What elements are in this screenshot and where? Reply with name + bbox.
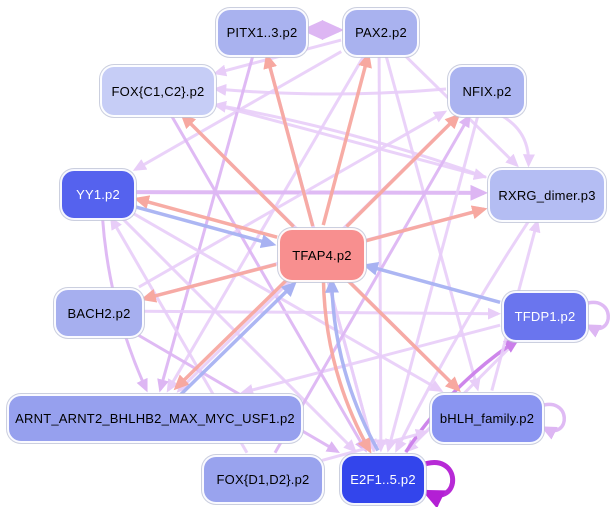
edge-tfap4-e2f xyxy=(321,280,372,454)
edge-bach2-tfdp1 xyxy=(141,307,501,320)
node-tfap4[interactable]: TFAP4.p2 xyxy=(278,228,366,282)
node-bhlh[interactable]: bHLH_family.p2 xyxy=(430,392,544,444)
edge-nfix-rxrg xyxy=(499,113,535,168)
node-label: FOX{D1,D2}.p2 xyxy=(216,471,310,487)
node-tfdp1[interactable]: TFDP1.p2 xyxy=(502,290,588,342)
edge-tfap4-rxrg xyxy=(363,205,488,243)
edge-pax2-foxc xyxy=(212,38,342,77)
node-pax2[interactable]: PAX2.p2 xyxy=(343,7,419,57)
node-label: RXRG_dimer.p3 xyxy=(498,187,596,203)
edge-arnt-tfap4 xyxy=(179,281,297,397)
node-foxc[interactable]: FOX{C1,C2}.p2 xyxy=(100,65,216,117)
edge-tfdp1-arnt xyxy=(239,323,501,396)
edge-tfap4-arnt xyxy=(173,275,292,391)
edge-rxrg-foxc xyxy=(212,100,487,179)
node-label: NFIX.p2 xyxy=(462,83,512,99)
node-rxrg[interactable]: RXRG_dimer.p3 xyxy=(488,168,606,222)
node-label: BACH2.p2 xyxy=(67,305,131,321)
edge-yy1-tfap4 xyxy=(132,204,277,248)
node-label: bHLH_family.p2 xyxy=(439,410,535,426)
node-nfix[interactable]: NFIX.p2 xyxy=(448,65,526,117)
node-label: ARNT_ARNT2_BHLHB2_MAX_MYC_USF1.p2 xyxy=(15,410,295,426)
edge-tfap4-yy1 xyxy=(133,195,278,239)
node-label: E2F1..5.p2 xyxy=(350,471,416,487)
node-label: PAX2.p2 xyxy=(355,24,407,40)
edge-bach2-nfix xyxy=(138,110,448,289)
edge-bach2-e2f xyxy=(137,333,340,453)
edge-pax2-arnt xyxy=(166,53,367,393)
edge-rxrg-e2f xyxy=(395,218,531,453)
node-bach2[interactable]: BACH2.p2 xyxy=(54,288,144,338)
edge-tfap4-pax2 xyxy=(321,51,372,226)
edge-tfdp1-tfdp1 xyxy=(581,300,611,338)
node-label: PITX1..3.p2 xyxy=(226,24,298,40)
edge-tfap4-bach2 xyxy=(140,262,277,303)
edge-tfap4-foxc xyxy=(180,113,295,228)
edge-yy1-bhlh xyxy=(132,212,444,393)
node-yy1[interactable]: YY1.p2 xyxy=(60,168,136,220)
node-e2f[interactable]: E2F1..5.p2 xyxy=(340,453,426,505)
edge-foxc-e2f xyxy=(169,113,367,453)
edge-tfap4-nfix xyxy=(345,113,461,228)
edge-tfdp1-tfap4 xyxy=(362,261,501,304)
edge-tfap4-bhlh xyxy=(345,278,461,393)
edge-e2f-e2f xyxy=(419,460,456,507)
node-arnt[interactable]: ARNT_ARNT2_BHLHB2_MAX_MYC_USF1.p2 xyxy=(7,393,303,443)
node-label: TFAP4.p2 xyxy=(292,247,352,263)
edge-e2f-tfap4 xyxy=(324,277,380,452)
edge-foxc-rxrg xyxy=(213,103,488,180)
node-label: TFDP1.p2 xyxy=(514,308,576,324)
node-label: YY1.p2 xyxy=(76,186,120,202)
edge-bhlh-bhlh xyxy=(537,402,567,440)
edge-yy1-rxrg xyxy=(133,184,488,201)
edge-nfix-foxc xyxy=(213,83,447,96)
edge-tfap4-pitx xyxy=(263,52,315,227)
node-label: FOX{C1,C2}.p2 xyxy=(111,83,205,99)
edge-pitx-arnt xyxy=(157,54,255,393)
node-foxd[interactable]: FOX{D1,D2}.p2 xyxy=(202,454,324,504)
edge-pax2-e2f xyxy=(374,54,387,453)
node-pitx[interactable]: PITX1..3.p2 xyxy=(216,7,308,57)
